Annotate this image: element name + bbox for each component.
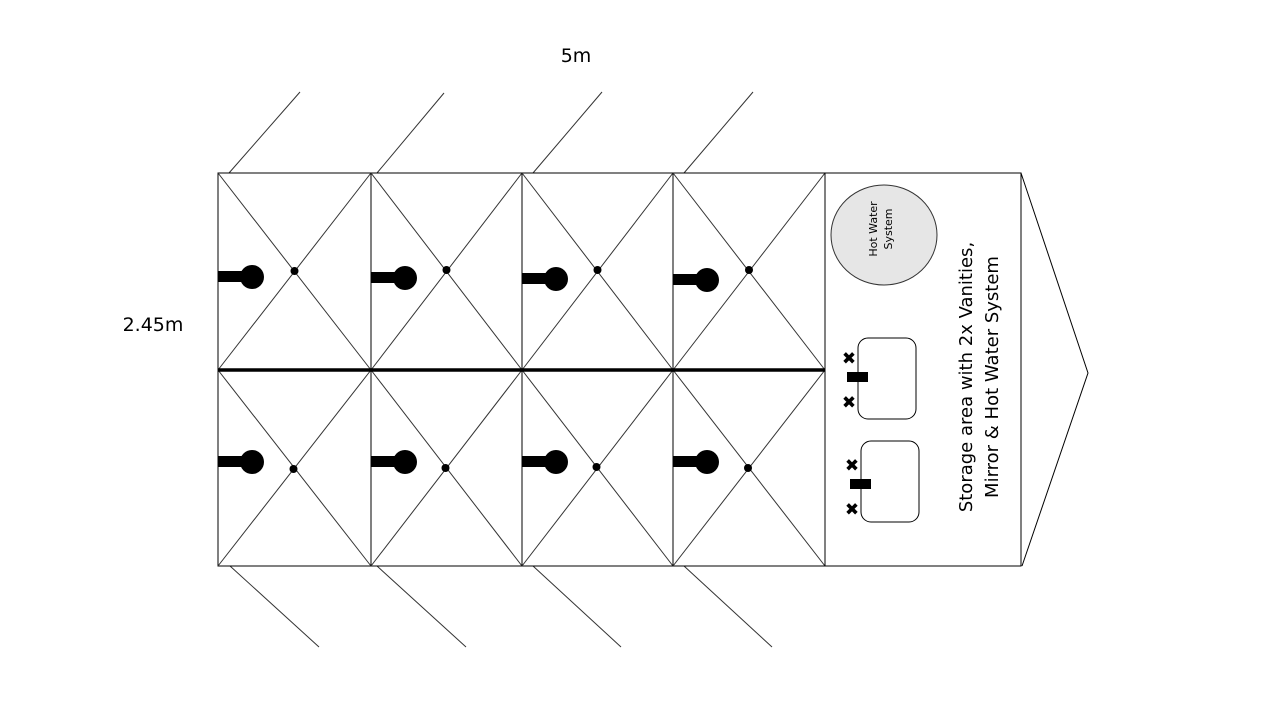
floor-drain-icon [744, 464, 752, 472]
toilet-pipe-icon [522, 273, 548, 284]
guy-line [376, 92, 445, 174]
cross-mark-icon: ✖ [845, 500, 859, 520]
guy-line [683, 91, 754, 174]
height-dimension-label: 2.45m [123, 314, 184, 336]
bottom-guy-lines [229, 565, 773, 648]
toilet-bowl-icon [544, 450, 568, 474]
toilet-bowl-icon [695, 268, 719, 292]
toilet-cubicle [672, 172, 826, 371]
vanity: ✖ ✖ [842, 337, 917, 420]
toilet-cubicle [217, 369, 372, 567]
toilet-cubicle [521, 172, 674, 371]
toilet-pipe-icon [673, 456, 699, 467]
hot-water-tank [830, 184, 938, 286]
floor-drain-icon [593, 266, 602, 274]
toilet-cubicle [370, 369, 523, 567]
hot-water-label-line1: Hot Water [867, 201, 880, 257]
cross-mark-icon: ✖ [842, 393, 856, 413]
guy-line [532, 565, 622, 648]
toilet-cubicle [370, 172, 523, 371]
toilet-pipe-icon [522, 456, 548, 467]
toilet-bowl-icon [393, 266, 417, 290]
toilet-pipe-icon [673, 274, 699, 285]
toilet-cubicle [521, 369, 674, 567]
storage-area-outline [824, 172, 1022, 567]
cross-mark-icon: ✖ [842, 349, 856, 369]
cross-mark-icon: ✖ [845, 456, 859, 476]
toilet-bowl-icon [695, 450, 719, 474]
storage-description-line1: Storage area with 2x Vanities, [956, 242, 977, 512]
floor-drain-icon [745, 266, 753, 274]
toilet-pipe-icon [371, 272, 397, 283]
guy-line [376, 565, 467, 648]
floor-drain-icon [289, 465, 298, 473]
tap-icon [850, 479, 871, 489]
floor-drain-icon [442, 266, 451, 274]
toilet-bowl-icon [393, 450, 417, 474]
guy-line [532, 91, 603, 174]
tap-icon [847, 372, 868, 382]
guy-line [228, 91, 301, 174]
toilet-bowl-icon [544, 267, 568, 291]
storage-description-line2: Mirror & Hot Water System [982, 256, 1003, 498]
entrance-arrow [1020, 172, 1089, 567]
cubicle-grid [217, 172, 826, 567]
toilet-bowl-icon [240, 265, 264, 289]
floor-drain-icon [290, 267, 299, 275]
toilet-cubicle [217, 172, 372, 371]
hot-water-label-line2: System [882, 208, 895, 249]
toilet-bowl-icon [240, 450, 264, 474]
toilet-pipe-icon [371, 456, 397, 467]
hot-water-system: Hot Water System [830, 184, 938, 286]
floor-drain-icon [441, 464, 450, 472]
vanity: ✖ ✖ [845, 440, 920, 523]
toilet-cubicle [672, 369, 826, 567]
storage-area: Hot Water System ✖ ✖ ✖ ✖ Storage area wi… [824, 172, 1089, 567]
top-guy-lines [228, 91, 754, 174]
guy-line [229, 565, 320, 648]
toilet-pipe-icon [218, 456, 244, 467]
width-dimension-label: 5m [561, 45, 592, 67]
guy-line [683, 565, 773, 648]
floor-drain-icon [592, 463, 601, 471]
toilet-pipe-icon [218, 271, 244, 282]
